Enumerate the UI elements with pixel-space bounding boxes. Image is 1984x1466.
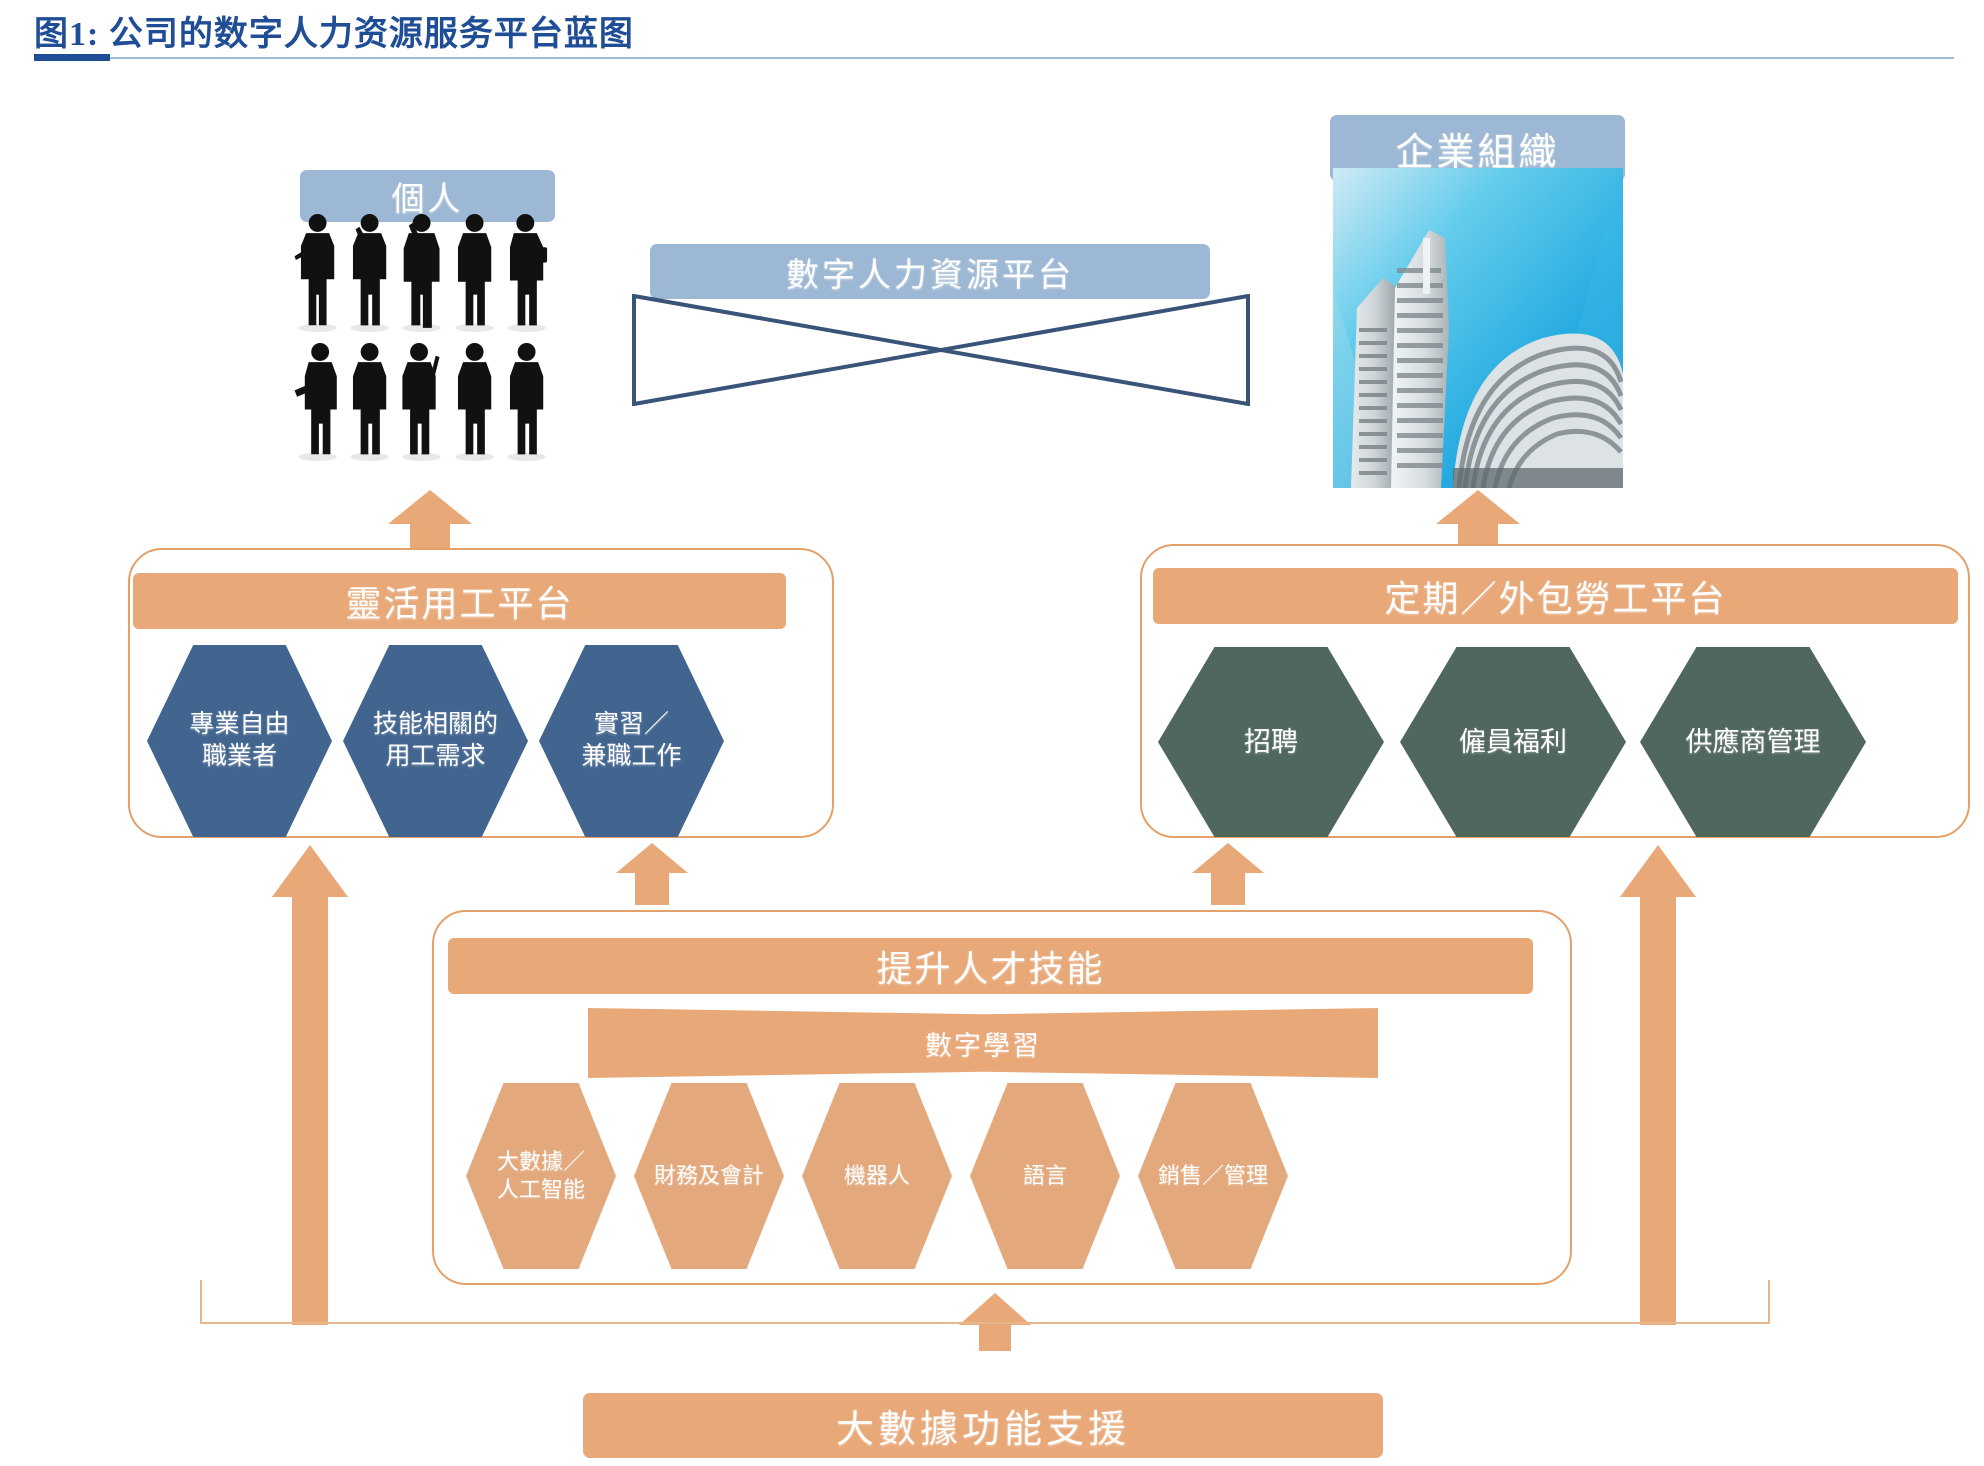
digital-learning-label: 數字學習	[925, 1030, 1041, 1061]
digital-hr-platform-banner: 數字人力資源平台	[650, 244, 1210, 299]
arrow-skills-to-flexible	[614, 843, 690, 905]
panel-talent-skills-title: 提升人才技能	[448, 938, 1533, 994]
header-divider	[34, 57, 1954, 59]
bowtie-shape-icon	[632, 294, 1250, 406]
person-silhouette	[396, 205, 447, 333]
foundation-label: 大數據功能支援	[835, 1409, 1130, 1451]
person-silhouette	[501, 334, 552, 462]
hex-label: 專業自由 職業者	[189, 711, 290, 770]
hex-label: 大數據／ 人工智能	[496, 1148, 585, 1202]
platform-label: 數字人力資源平台	[786, 257, 1074, 294]
hex-label: 技能相關的 用工需求	[372, 711, 498, 770]
page-title: 图1: 公司的数字人力资源服务平台蓝图	[34, 16, 634, 53]
arrow-skills-to-contract	[1190, 843, 1266, 905]
person-silhouette	[449, 205, 500, 333]
person-silhouette	[449, 334, 500, 462]
person-silhouette	[292, 205, 343, 333]
hex-label: 財務及會計	[653, 1162, 764, 1188]
hex-label: 語言	[1022, 1162, 1067, 1188]
hex-label: 招聘	[1244, 726, 1298, 757]
panel-title-label: 靈活用工平台	[345, 584, 574, 624]
individuals-label: 個人	[391, 182, 464, 218]
foundation-bar[interactable]: 大數據功能支援	[583, 1393, 1383, 1458]
hex-skill-based-demand[interactable]: 技能相關的 用工需求	[343, 645, 528, 837]
business-people-silhouettes-icon	[292, 205, 552, 461]
panel-flexible-staffing-title: 靈活用工平台	[133, 573, 786, 629]
panel-title-label: 定期／外包勞工平台	[1384, 579, 1727, 619]
hex-label: 供應商管理	[1685, 726, 1821, 757]
hex-sales-management[interactable]: 銷售／管理	[1138, 1083, 1288, 1269]
person-silhouette	[501, 205, 552, 333]
office-buildings-photo-icon	[1333, 168, 1623, 488]
panel-contract-outsourced-title: 定期／外包勞工平台	[1153, 568, 1958, 624]
hex-label: 銷售／管理	[1157, 1162, 1268, 1188]
person-silhouette	[396, 334, 447, 462]
person-silhouette	[344, 334, 395, 462]
hex-language[interactable]: 語言	[970, 1083, 1120, 1269]
person-silhouette	[292, 334, 343, 462]
person-silhouette	[344, 205, 395, 333]
arrow-to-individuals	[382, 490, 478, 552]
foundation-bracket-right-tick	[1768, 1280, 1770, 1324]
figure-header: 图1: 公司的数字人力资源服务平台蓝图	[0, 0, 1984, 64]
enterprise-label: 企業組織	[1395, 131, 1560, 174]
header-divider-accent	[34, 54, 110, 61]
hex-robotics[interactable]: 機器人	[802, 1083, 952, 1269]
foundation-bracket	[200, 1322, 1770, 1324]
hex-finance-accounting[interactable]: 財務及會計	[634, 1083, 784, 1269]
panel-title-label: 提升人才技能	[876, 949, 1105, 989]
hex-label: 機器人	[843, 1162, 910, 1188]
foundation-bracket-left-tick	[200, 1280, 202, 1324]
hex-bigdata-ai[interactable]: 大數據／ 人工智能	[466, 1083, 616, 1269]
hex-label: 僱員福利	[1459, 726, 1567, 757]
individuals-banner: 個人	[300, 170, 555, 222]
arrow-to-enterprise	[1430, 490, 1526, 552]
digital-learning-chevron[interactable]: 數字學習	[588, 1008, 1378, 1078]
arrow-foundation-to-contract	[1618, 845, 1698, 1325]
arrow-foundation-to-flexible	[270, 845, 350, 1325]
hex-label: 實習／ 兼職工作	[581, 711, 682, 770]
